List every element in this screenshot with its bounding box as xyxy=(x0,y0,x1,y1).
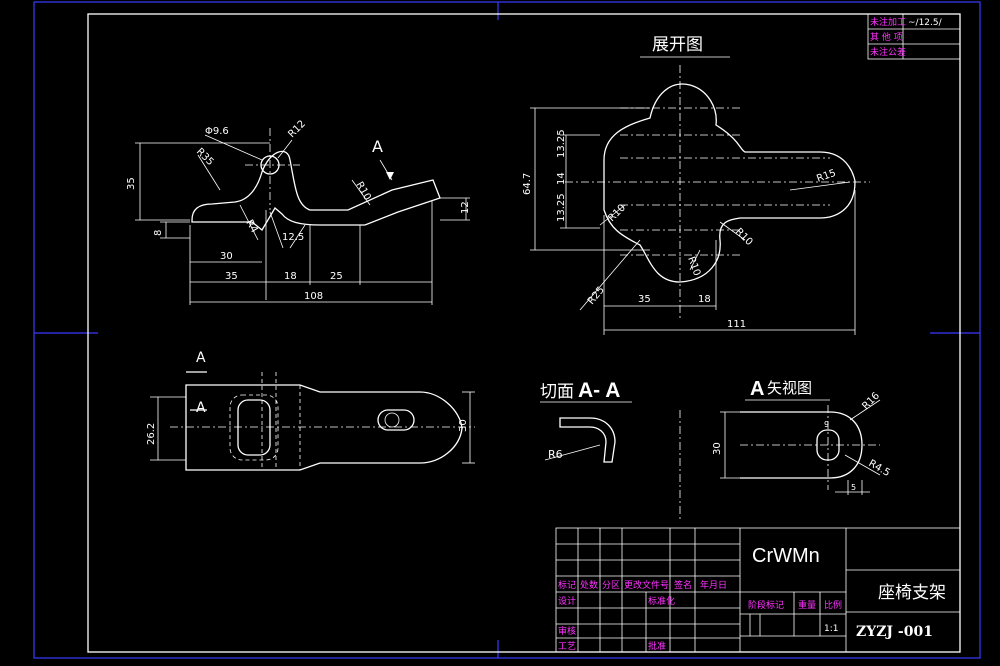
dim-r4: R4 xyxy=(243,218,259,235)
col-label-sign: 签名 xyxy=(674,579,692,591)
scale-value: 1:1 xyxy=(824,624,838,634)
top-arrow-a2: A xyxy=(196,400,206,416)
col-label-mark: 标记 xyxy=(558,579,576,591)
dim-r6: R6 xyxy=(548,448,563,461)
dim-a-r16: R16 xyxy=(860,390,882,412)
view-a-title: 矢视图 xyxy=(767,379,812,397)
dim-d108: 108 xyxy=(304,291,323,302)
dim-a-r4: R4.5 xyxy=(867,458,892,479)
dim-d25: 25 xyxy=(330,271,343,282)
roughness-row-3: 未注公差 xyxy=(870,46,906,58)
dim-angle: 12.5 xyxy=(282,232,304,243)
drawing-number: ZYZJ -001 xyxy=(856,624,933,640)
dim-r10c: R10 xyxy=(685,255,702,277)
dim-r35: R35 xyxy=(194,146,216,168)
part-name: 座椅支架 xyxy=(878,583,946,603)
dim-r10b: R10 xyxy=(733,226,755,248)
section-title: 切面 xyxy=(540,382,574,402)
dim-a1: 13.25 xyxy=(556,129,567,158)
arrow-letter: A xyxy=(372,137,383,156)
flat-pattern-title: 展开图 xyxy=(652,35,703,55)
dim-a3: 13.25 xyxy=(556,193,567,222)
roughness-row-2: 其 他 项 xyxy=(870,31,903,43)
title-block: CrWMn 座椅支架 ZYZJ -001 1:1 标记 处数 分区 更改文件号 … xyxy=(555,527,961,653)
dim-w18: 18 xyxy=(698,294,711,305)
dim-top-h30: 30 xyxy=(458,419,469,432)
dim-a2: 14 xyxy=(556,172,567,185)
material-text: CrWMn xyxy=(752,545,820,567)
front-view: Φ9.6 R12 R35 35 8 R4 12.5 R10 12 30 35 1… xyxy=(126,118,471,305)
dim-phi: Φ9.6 xyxy=(205,126,229,137)
dim-a-9: 9 xyxy=(824,420,829,429)
col-label-change-doc: 更改文件号 xyxy=(624,579,669,591)
label-approve: 批准 xyxy=(648,640,666,652)
dim-a-5: 5 xyxy=(851,483,856,492)
dim-a-h30: 30 xyxy=(712,442,723,455)
roughness-value: ~/12.5/ xyxy=(908,18,943,28)
dim-h12: 12 xyxy=(460,201,471,214)
flat-pattern-view: 展开图 64.7 13.25 14 13.25 R15 R10 R10 R xyxy=(522,35,870,335)
dim-h64: 64.7 xyxy=(522,173,533,195)
label-standardize: 标准化 xyxy=(648,595,675,607)
col-label-date: 年月日 xyxy=(700,579,727,591)
dim-w35: 35 xyxy=(638,294,651,305)
section-view: 切面 A- A R6 xyxy=(540,379,681,520)
roughness-table: 未注加工 其 他 项 未注公差 ~/12.5/ xyxy=(867,13,961,60)
dim-r12: R12 xyxy=(286,118,308,140)
col-label-zone: 分区 xyxy=(602,580,620,591)
roughness-row-1: 未注加工 xyxy=(870,16,906,28)
dim-h35: 35 xyxy=(126,177,137,190)
col-label-count: 处数 xyxy=(580,579,598,591)
view-a-letter: A xyxy=(750,378,764,400)
dim-d30: 30 xyxy=(220,251,233,262)
label-scale: 比例 xyxy=(824,599,842,611)
sheet-border xyxy=(33,1,981,659)
label-design: 设计 xyxy=(558,595,576,607)
dim-w111: 111 xyxy=(727,319,746,330)
section-letters: A- A xyxy=(578,379,620,402)
dim-d35: 35 xyxy=(225,271,238,282)
top-view: A A 26.2 30 xyxy=(146,350,475,471)
view-a: A 矢视图 30 R16 9 R4.5 5 xyxy=(712,378,892,495)
dim-h8: 8 xyxy=(153,230,164,236)
dim-w26: 26.2 xyxy=(146,423,157,445)
label-weight: 重量 xyxy=(798,599,816,611)
label-stage-mark: 阶段标记 xyxy=(748,599,784,611)
label-review: 审核 xyxy=(558,625,576,637)
dim-d18: 18 xyxy=(284,271,297,282)
dim-r10: R10 xyxy=(353,180,372,203)
label-process: 工艺 xyxy=(558,641,576,652)
top-arrow-a1: A xyxy=(196,350,206,366)
